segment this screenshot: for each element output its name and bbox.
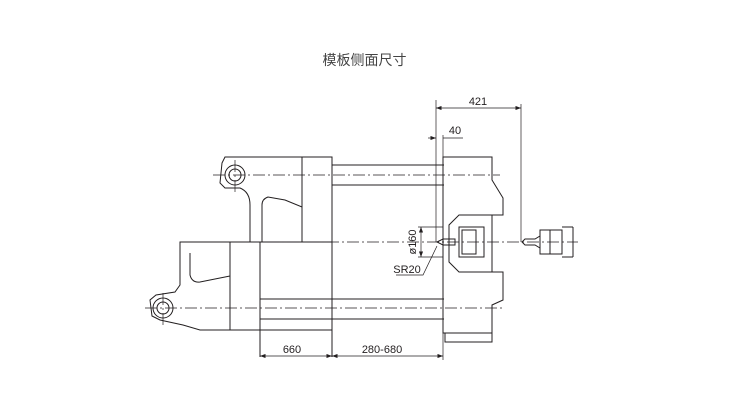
lower-toggle-link	[149, 241, 261, 331]
dimension-40-label: 40	[449, 125, 461, 137]
dimension-sr20-label: SR20	[393, 264, 421, 276]
dimension-280-680-label: 280-680	[362, 344, 402, 356]
center-lines	[145, 160, 578, 325]
dimension-421: 421	[435, 96, 522, 242]
fixed-platen	[435, 156, 504, 343]
dimension-d160-label: ø160	[407, 229, 419, 254]
dimension-40: 40	[428, 125, 463, 157]
dimension-660-label: 660	[283, 344, 301, 356]
dimension-660: 660	[260, 333, 444, 360]
drawing-title: 模板侧面尺寸	[322, 53, 407, 69]
dimension-421-label: 421	[469, 96, 487, 108]
upper-toggle-link	[219, 156, 303, 243]
dimension-sr20: SR20	[393, 245, 438, 276]
dimension-d160: ø160	[407, 226, 443, 258]
tie-bars	[260, 164, 444, 320]
dimension-280-680: 280-680	[332, 344, 443, 359]
moving-platen	[259, 156, 333, 357]
